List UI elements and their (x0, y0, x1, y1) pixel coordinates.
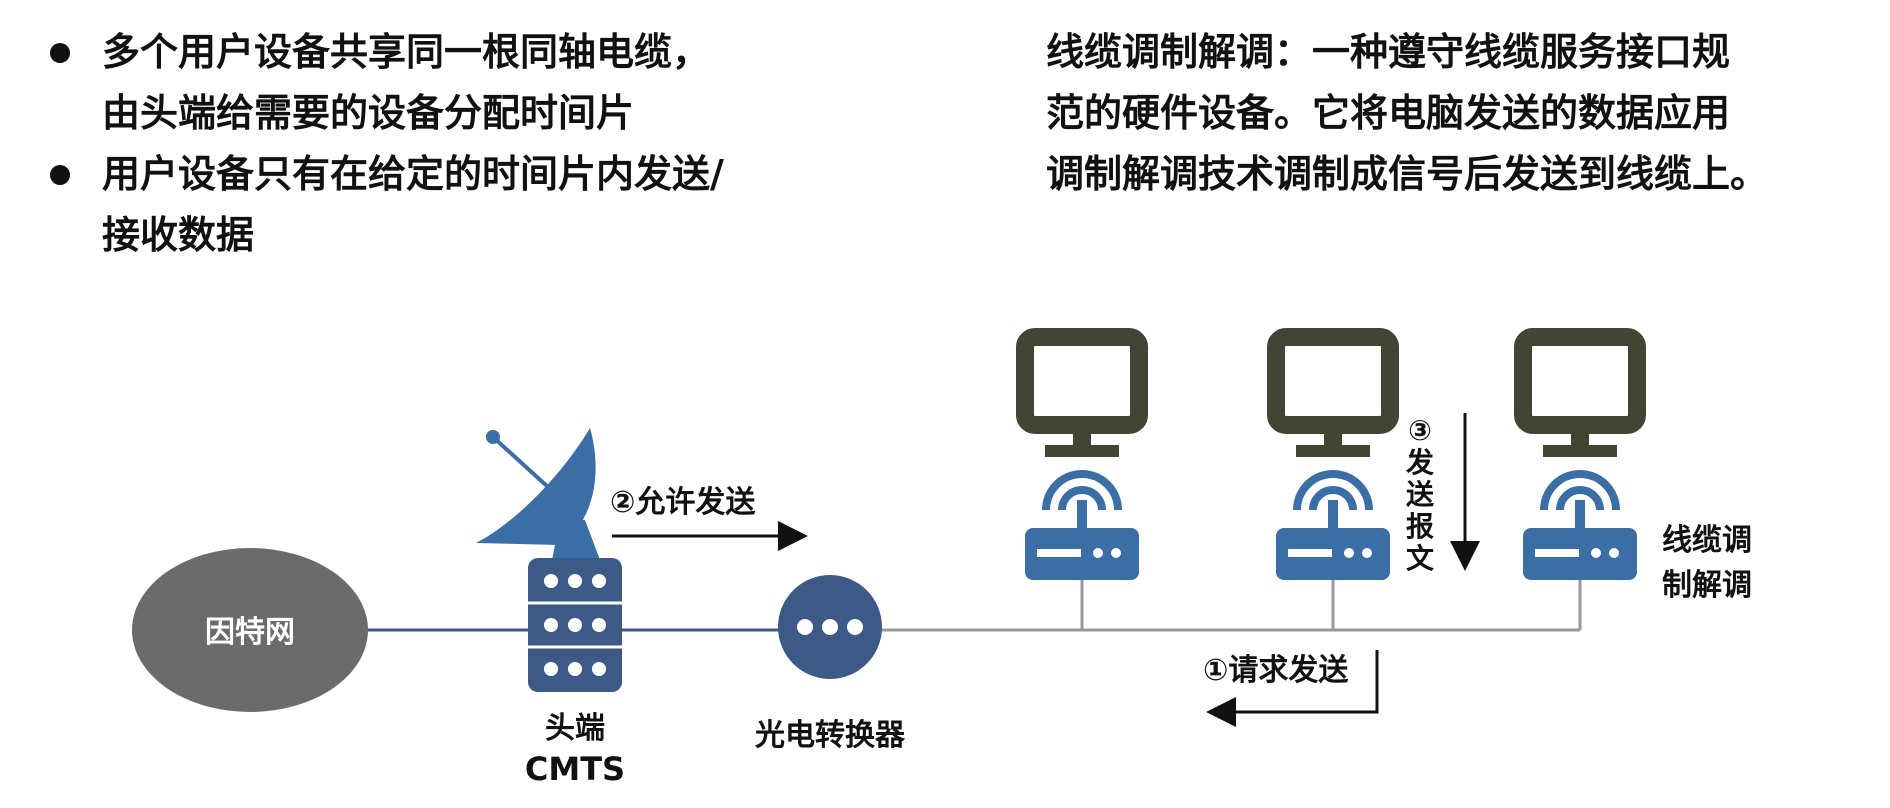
computer-monitor-icon (1016, 328, 1148, 457)
bullet-item-2: 用户设备只有在给定的时间片内发送/ 接收数据 (40, 144, 920, 266)
cable-modem-icon (1276, 470, 1390, 580)
bullet-2-line-2: 接收数据 (102, 213, 255, 257)
modem-label-line-2: 制解调 (1662, 568, 1752, 603)
cmts-rack-icon (528, 558, 622, 692)
user-device-1 (1016, 328, 1148, 580)
cable-modem-icon (1025, 470, 1139, 580)
bullet-list: 多个用户设备共享同一根同轴电缆， 由头端给需要的设备分配时间片 用户设备只有在给… (40, 22, 920, 266)
step2-label: ②允许发送 (610, 485, 755, 520)
bullet-dot (50, 165, 70, 185)
description-line-2: 范的硬件设备。它将电脑发送的数据应用 (1046, 91, 1731, 135)
internet-ellipse (132, 548, 368, 712)
step3-char: 发 (1405, 446, 1434, 479)
bullet-1-line-1: 多个用户设备共享同一根同轴电缆， (102, 30, 711, 74)
step3-char: ③ (1408, 414, 1432, 447)
internet-node: 因特网 (132, 548, 368, 712)
bullet-item-1: 多个用户设备共享同一根同轴电缆， 由头端给需要的设备分配时间片 (40, 22, 920, 144)
step1-arrow (1206, 650, 1379, 727)
computer-monitor-icon (1514, 328, 1646, 457)
step3-label: ③ 发 送 报 文 (1405, 414, 1434, 575)
converter-label: 光电转换器 (755, 718, 906, 753)
step3-char: 文 (1406, 542, 1434, 575)
user-device-3 (1514, 328, 1646, 580)
satellite-dish-icon (476, 428, 600, 560)
step3-char: 报 (1406, 510, 1434, 543)
user-device-2 (1267, 328, 1399, 580)
optical-converter-icon (778, 575, 882, 679)
step3-char: 送 (1406, 478, 1434, 511)
cable-modem-icon (1523, 470, 1637, 580)
description-line-1: 线缆调制解调：一种遵守线缆服务接口规 (1046, 30, 1731, 74)
cmts-label: CMTS (525, 750, 625, 788)
bullet-1-line-2: 由头端给需要的设备分配时间片 (102, 91, 635, 135)
bullet-2-line-1: 用户设备只有在给定的时间片内发送/ (102, 152, 724, 196)
modem-label-line-1: 线缆调 (1662, 523, 1752, 558)
description-line-3: 调制解调技术调制成信号后发送到线缆上。 (1046, 152, 1769, 196)
bullet-dot (50, 43, 70, 63)
step1-label: ①请求发送 (1203, 653, 1348, 688)
modem-description: 线缆调制解调：一种遵守线缆服务接口规 范的硬件设备。它将电脑发送的数据应用 调制… (1046, 22, 1846, 205)
computer-monitor-icon (1267, 328, 1399, 457)
headend-label: 头端 (545, 711, 605, 746)
internet-label: 因特网 (205, 615, 295, 650)
